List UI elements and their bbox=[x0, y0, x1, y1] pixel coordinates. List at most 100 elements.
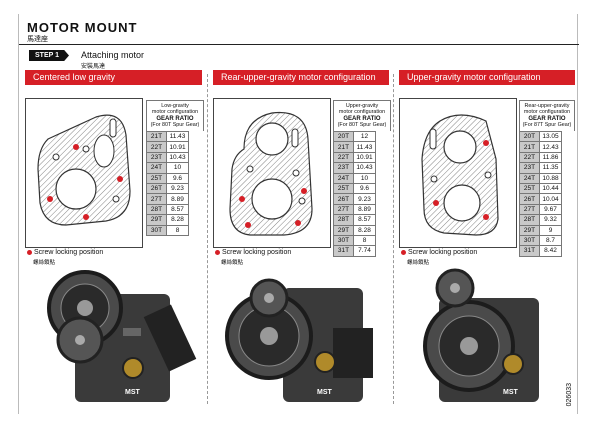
motor-plate-diagram bbox=[399, 98, 517, 248]
spur-gear-note: (For 80T Spur Gear) bbox=[337, 122, 387, 129]
gear-ratio-cell: 8.89 bbox=[166, 193, 189, 205]
gear-ratio-cell: 10.43 bbox=[353, 162, 376, 174]
table-head-line: motor configuration bbox=[151, 109, 199, 116]
tooth-count-cell: 20T bbox=[519, 130, 540, 143]
tooth-count-cell: 23T bbox=[519, 162, 540, 174]
gear-ratio-cell: 9.23 bbox=[166, 182, 189, 195]
gear-ratio-cell: 8.7 bbox=[539, 234, 562, 247]
tooth-count-cell: 27T bbox=[146, 193, 167, 205]
tooth-count-cell: 21T bbox=[519, 141, 540, 153]
gear-ratio-cell: 11.35 bbox=[539, 162, 562, 174]
gear-ratio-cell: 7.74 bbox=[353, 245, 376, 257]
tooth-count-cell: 28T bbox=[519, 214, 540, 226]
gear-ratio-cell: 10 bbox=[353, 172, 376, 184]
motor-plate-diagram bbox=[213, 98, 331, 248]
gear-ratio-cell: 13.05 bbox=[539, 130, 562, 143]
tooth-count-cell: 28T bbox=[146, 203, 167, 216]
tooth-count-cell: 25T bbox=[333, 182, 354, 195]
gear-ratio-cell: 8.89 bbox=[353, 203, 376, 216]
brand-logo: MST bbox=[503, 389, 519, 396]
gear-ratio-cell: 10.91 bbox=[166, 141, 189, 153]
screw-legend-subtitle: 螺絲鎖點 bbox=[221, 260, 244, 266]
gear-ratio-cell: 11.86 bbox=[539, 151, 562, 164]
tooth-count-cell: 30T bbox=[333, 234, 354, 247]
tooth-count-cell: 22T bbox=[333, 151, 354, 164]
page-title: MOTOR MOUNT bbox=[27, 20, 138, 35]
step-badge: STEP 1 bbox=[29, 50, 69, 61]
tooth-count-cell: 29T bbox=[333, 224, 354, 236]
gear-ratio-cell: 8.57 bbox=[166, 203, 189, 216]
section-header-rear-upper-gravity: Rear-upper-gravity motor configuration bbox=[213, 70, 389, 85]
gear-ratio-cell: 9 bbox=[539, 224, 562, 236]
red-dot-icon bbox=[27, 249, 32, 255]
tooth-count-cell: 30T bbox=[146, 224, 167, 236]
table-head-line: Rear-upper-gravity bbox=[524, 103, 570, 109]
step-title: Attaching motor bbox=[81, 50, 145, 60]
tooth-count-cell: 23T bbox=[146, 151, 167, 164]
gear-ratio-cell: 11.43 bbox=[166, 130, 189, 143]
gear-ratio-cell: 8.28 bbox=[353, 224, 376, 236]
gear-ratio-cell: 9.23 bbox=[353, 193, 376, 205]
section-header-upper-gravity: Upper-gravity motor configuration bbox=[399, 70, 575, 85]
tooth-count-cell: 29T bbox=[146, 214, 167, 226]
gear-ratio-cell: 10.44 bbox=[539, 182, 562, 195]
gear-table-header: Upper-gravity motor configuration GEAR R… bbox=[333, 100, 391, 131]
gear-ratio-cell: 12 bbox=[353, 130, 376, 143]
screw-legend: Screw locking position bbox=[401, 249, 477, 256]
tooth-count-cell: 21T bbox=[333, 141, 354, 153]
motor-mount-photo: MST bbox=[47, 270, 197, 402]
motor-plate-diagram bbox=[25, 98, 143, 248]
screw-legend-label: Screw locking position bbox=[408, 249, 478, 256]
tooth-count-cell: 21T bbox=[146, 130, 167, 143]
gear-ratio-cell: 9.67 bbox=[539, 203, 562, 216]
tooth-count-cell: 24T bbox=[146, 162, 167, 174]
gear-ratio-cell: 12.43 bbox=[539, 141, 562, 153]
column-divider bbox=[393, 74, 394, 404]
table-head-line: Low-gravity bbox=[161, 103, 189, 109]
step-subtitle: 安裝馬達 bbox=[81, 64, 106, 70]
tooth-count-cell: 26T bbox=[519, 193, 540, 205]
screw-legend-label: Screw locking position bbox=[222, 249, 292, 256]
tooth-count-cell: 31T bbox=[519, 245, 540, 257]
spur-gear-note: (For 87T Spur Gear) bbox=[522, 122, 572, 129]
tooth-count-cell: 31T bbox=[333, 245, 354, 257]
title-divider bbox=[19, 44, 579, 45]
gear-ratio-cell: 9.6 bbox=[166, 172, 189, 184]
gear-ratio-cell: 8.57 bbox=[353, 214, 376, 226]
brand-logo: MST bbox=[317, 389, 333, 396]
screw-legend: Screw locking position bbox=[215, 249, 291, 256]
tooth-count-cell: 29T bbox=[519, 224, 540, 236]
tooth-count-cell: 30T bbox=[519, 234, 540, 247]
gear-ratio-cell: 9.32 bbox=[539, 214, 562, 226]
gear-ratio-cell: 8 bbox=[353, 234, 376, 247]
tooth-count-cell: 25T bbox=[519, 182, 540, 195]
gear-ratio-cell: 8 bbox=[166, 224, 189, 236]
tooth-count-cell: 23T bbox=[333, 162, 354, 174]
page-title-subtitle: 馬達座 bbox=[27, 36, 48, 43]
